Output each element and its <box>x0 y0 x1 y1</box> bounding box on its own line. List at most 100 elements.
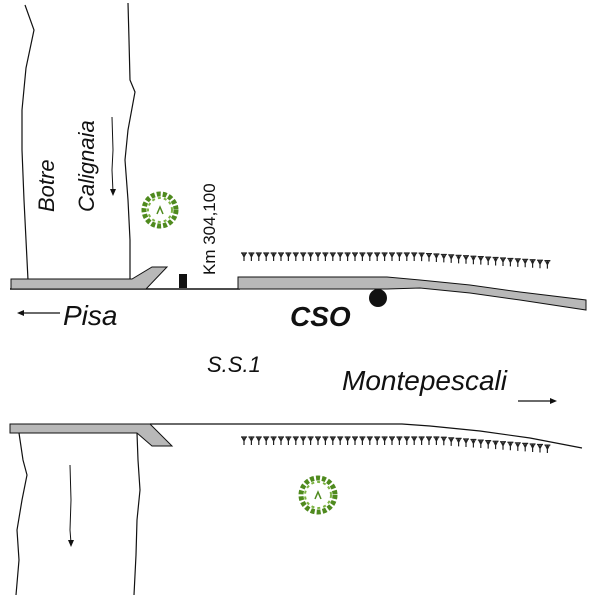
flow-arrow-lower-head <box>68 540 74 547</box>
reed-symbol <box>263 252 270 261</box>
reed-symbol <box>381 252 388 261</box>
reed-symbol <box>381 436 388 445</box>
river-name-line1: Botre <box>34 159 59 212</box>
reed-symbol <box>292 252 299 261</box>
reed-symbol <box>470 438 477 448</box>
reed-symbol <box>307 436 314 445</box>
reed-symbol <box>529 259 536 268</box>
reed-symbol <box>470 255 477 265</box>
reed-symbol <box>440 253 447 263</box>
arrow-east-head <box>550 398 557 404</box>
sidewalk-upper-right <box>237 276 587 311</box>
vegetation-upper <box>241 252 551 269</box>
reed-symbol <box>307 252 314 261</box>
tree-icon-lower <box>298 475 338 515</box>
reed-symbol <box>411 252 418 261</box>
reed-symbol <box>396 436 403 445</box>
reed-symbol <box>544 444 551 454</box>
reed-symbol <box>352 436 358 445</box>
reed-symbol <box>248 436 255 445</box>
reed-symbol <box>315 252 321 261</box>
river-upper-right-bank <box>124 2 136 280</box>
reed-symbol <box>263 436 270 445</box>
reed-symbol <box>300 436 307 445</box>
reed-symbol <box>418 436 425 445</box>
reed-symbol <box>433 436 440 445</box>
reed-symbol <box>322 436 329 445</box>
reed-symbol <box>337 436 344 445</box>
reed-symbol <box>492 440 499 450</box>
reed-symbol <box>500 441 506 450</box>
reed-symbol <box>514 258 521 267</box>
reed-symbol <box>418 252 425 262</box>
reed-symbol <box>507 257 514 267</box>
reed-symbol <box>292 436 299 445</box>
reed-symbol <box>270 436 277 445</box>
flow-arrow-upper-head <box>110 189 116 196</box>
reed-symbol <box>374 252 381 261</box>
reed-symbol <box>403 436 410 445</box>
reed-symbol <box>463 255 469 264</box>
reed-symbol <box>455 437 462 447</box>
reed-symbol <box>514 442 521 451</box>
reed-symbol <box>500 257 506 266</box>
reed-symbol <box>329 436 336 445</box>
reed-symbol <box>537 259 543 269</box>
reed-symbol <box>315 436 321 445</box>
tree-icon <box>141 191 179 229</box>
river-upper-left-bank <box>21 4 35 281</box>
km-post-icon <box>179 274 187 288</box>
reed-symbol <box>403 252 410 261</box>
reed-symbol <box>433 253 440 262</box>
flow-arrow-lower <box>69 464 72 544</box>
river-lower-left-bank <box>15 432 28 596</box>
reed-symbol <box>344 436 351 445</box>
reed-symbol <box>241 436 247 445</box>
reed-symbol <box>411 436 418 445</box>
cso-label: CSO <box>290 301 351 332</box>
montepescali-label: Montepescali <box>342 365 508 396</box>
reed-symbol <box>477 439 484 449</box>
cso-marker-icon <box>369 289 387 307</box>
reed-symbol <box>322 252 329 261</box>
reed-symbol <box>278 252 284 261</box>
reed-symbol <box>374 436 381 445</box>
arrow-west-head <box>17 310 24 316</box>
reed-symbol <box>329 252 336 261</box>
reed-symbol <box>537 443 543 453</box>
vegetation-lower <box>241 436 551 454</box>
sidewalk-upper-left <box>10 266 169 290</box>
river-lower-right-bank <box>133 432 141 596</box>
river-name-line2: Calignaia <box>74 120 99 212</box>
reed-symbol <box>485 440 492 449</box>
reed-symbol <box>285 436 292 445</box>
reed-symbol <box>337 252 344 261</box>
reed-symbol <box>300 252 307 261</box>
reed-symbol <box>366 436 373 445</box>
reed-symbol <box>426 436 432 445</box>
sidewalk-lower-left <box>9 423 174 447</box>
reed-symbol <box>426 252 432 262</box>
reed-symbol <box>455 254 462 264</box>
reed-symbol <box>544 260 551 269</box>
road-edge-lower <box>150 423 583 449</box>
reed-symbol <box>477 256 484 265</box>
reed-symbol <box>522 442 529 452</box>
reed-symbol <box>396 252 403 261</box>
reed-symbol <box>366 252 373 261</box>
reed-symbol <box>522 258 529 268</box>
reed-symbol <box>255 436 262 445</box>
reed-symbol <box>352 252 358 261</box>
pisa-label: Pisa <box>63 300 117 331</box>
reed-symbol <box>241 252 247 261</box>
reed-symbol <box>463 438 469 447</box>
reed-symbol <box>389 252 395 261</box>
reed-symbol <box>278 436 284 445</box>
reed-symbol <box>389 436 395 445</box>
reed-symbol <box>359 436 366 445</box>
km-marker-label: Km 304,100 <box>200 183 219 275</box>
reed-symbol <box>270 252 277 261</box>
reed-symbol <box>492 256 499 266</box>
reed-symbol <box>285 252 292 261</box>
